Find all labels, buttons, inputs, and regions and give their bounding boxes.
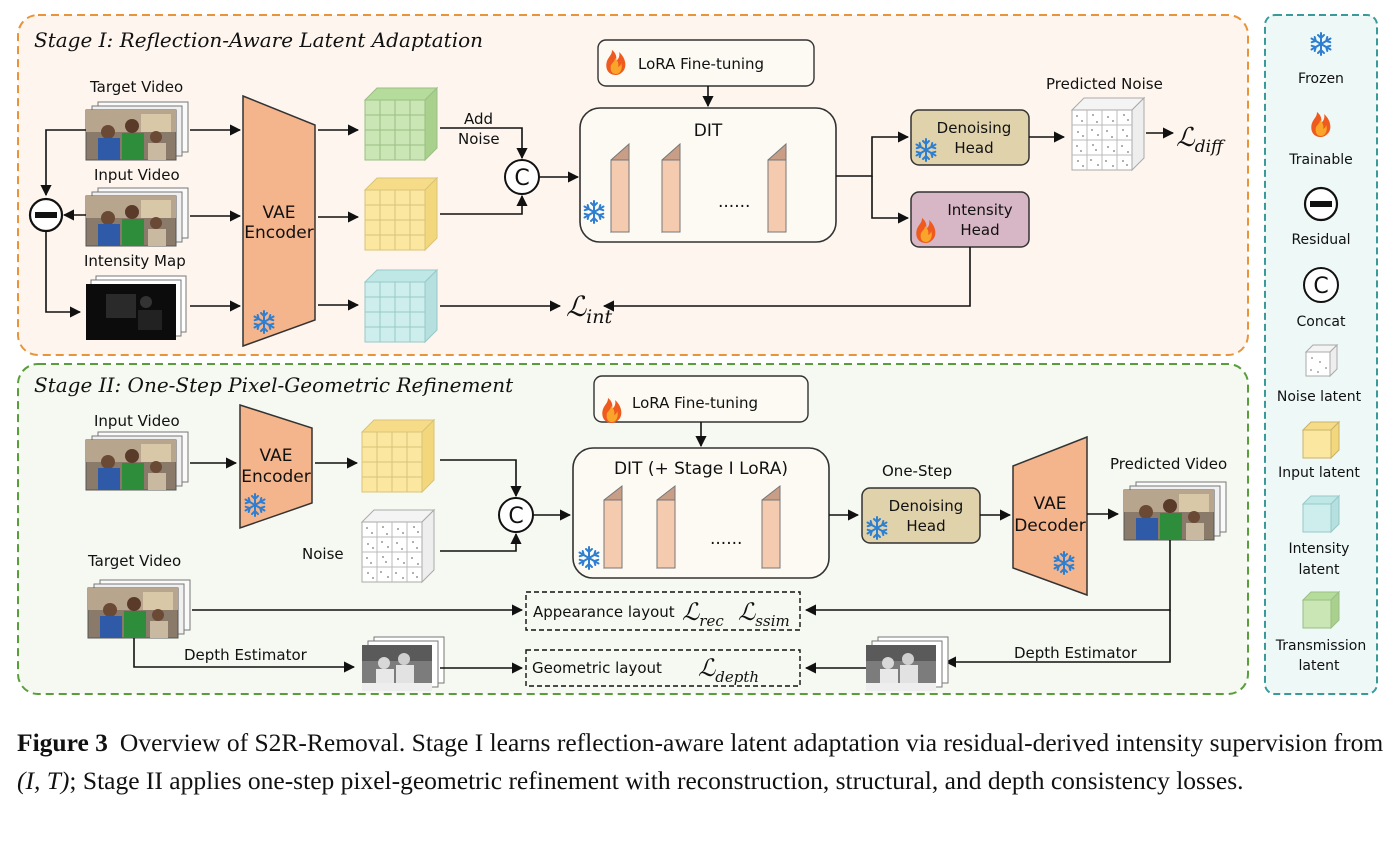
stage2-predicted-depth-thumb — [865, 636, 949, 692]
loss-int: ℒint — [566, 290, 612, 328]
geometric-layout-label: Geometric layout — [532, 659, 662, 677]
svg-text:C: C — [514, 166, 529, 191]
stage1-title: Stage I: Reflection-Aware Latent Adaptat… — [34, 28, 483, 52]
vae-decoder — [1012, 435, 1088, 597]
stage2-input-video-thumb — [85, 431, 189, 491]
stage2-denoising-head-label-2: Head — [906, 517, 945, 535]
stage2-dit-label: DIT (+ Stage I LoRA) — [614, 459, 788, 479]
stage1-concat-icon: C — [504, 159, 540, 195]
legend-noise-latent-icon — [1304, 343, 1339, 378]
predicted-noise-label: Predicted Noise — [1046, 75, 1163, 93]
stage1-vae-encoder-label-1: VAE — [263, 203, 296, 223]
stage1-lora-label: LoRA Fine-tuning — [638, 55, 764, 73]
vae-decoder-label-1: VAE — [1034, 494, 1067, 514]
stage1-target-video-label: Target Video — [89, 78, 183, 96]
legend-intensity-latent-2: latent — [1299, 562, 1340, 578]
stage2-denoising-head-label-1: Denoising — [889, 497, 964, 515]
legend-residual: Residual — [1291, 232, 1350, 248]
stage2-input-latent — [361, 419, 435, 493]
loss-depth: ℒdepth — [698, 654, 759, 686]
legend-intensity-latent-icon — [1301, 494, 1341, 534]
legend-intensity-latent-1: Intensity — [1289, 541, 1350, 557]
stage2-depth-estimator-right-label: Depth Estimator — [1014, 644, 1138, 662]
legend-concat-icon: C — [1303, 267, 1339, 303]
noise-label: Noise — [302, 545, 344, 563]
appearance-layout-box — [525, 591, 801, 631]
stage2-dit-blocks — [603, 484, 781, 570]
stage1-dit-blocks — [610, 142, 787, 234]
stage1-lora-box — [597, 39, 815, 87]
predicted-video-label: Predicted Video — [1110, 455, 1227, 473]
legend-transmission-latent-2: latent — [1299, 658, 1340, 674]
stage1-target-video-thumb — [85, 101, 189, 161]
legend-frozen: Frozen — [1298, 71, 1344, 87]
stage2-vae-encoder-label-2: Encoder — [241, 467, 311, 487]
stage1-intensity-latent — [364, 269, 438, 343]
stage2-target-video-label: Target Video — [87, 552, 181, 570]
architecture-diagram: Stage I: Reflection-Aware Latent Adaptat… — [17, 14, 1378, 695]
stage2-vae-encoder-label-1: VAE — [260, 446, 293, 466]
loss-diff: ℒdiff — [1176, 123, 1226, 157]
stage1-intensity-map-thumb — [85, 275, 187, 341]
appearance-layout-label: Appearance layout — [533, 603, 675, 621]
vae-decoder-label-2: Decoder — [1014, 516, 1086, 536]
predicted-noise-latent — [1071, 97, 1145, 171]
stage1-denoising-head-label-1: Denoising — [937, 119, 1012, 137]
stage1-denoising-head-label-2: Head — [954, 139, 993, 157]
caption-math: (I, T) — [17, 766, 70, 795]
stage1-input-latent — [364, 177, 438, 251]
predicted-video-thumb — [1123, 481, 1227, 541]
svg-text:C: C — [1313, 274, 1328, 299]
stage2-title: Stage II: One-Step Pixel-Geometric Refin… — [34, 373, 514, 397]
stage1-vae-encoder-label-2: Encoder — [244, 223, 314, 243]
stage1-vae-encoder — [242, 94, 316, 348]
stage1-input-video-thumb — [85, 187, 189, 247]
geometric-layout-box — [525, 649, 801, 687]
figure-label: Figure 3 — [17, 728, 108, 757]
stage2-input-video-label: Input Video — [94, 412, 180, 430]
svg-text:C: C — [508, 504, 523, 529]
legend-concat: Concat — [1297, 314, 1346, 330]
stage1-input-video-label: Input Video — [94, 166, 180, 184]
stage1-intensity-map-label: Intensity Map — [84, 252, 186, 270]
stage2-concat-icon: C — [498, 497, 534, 533]
legend-noise-latent: Noise latent — [1277, 389, 1362, 405]
loss-rec: ℒrec — [682, 598, 724, 630]
residual-icon — [28, 197, 64, 233]
loss-ssim: ℒssim — [738, 598, 790, 630]
stage1-transmission-latent — [364, 87, 438, 161]
caption-text-1: Overview of S2R-Removal. Stage I learns … — [119, 728, 1384, 757]
legend-residual-icon — [1303, 186, 1339, 222]
stage1-intensity-head-label-2: Head — [960, 221, 999, 239]
legend-trainable: Trainable — [1288, 152, 1353, 168]
add-noise-label-1: Add — [464, 110, 493, 128]
stage2-dit-dots: ...... — [710, 529, 742, 549]
stage1-intensity-head-label-1: Intensity — [947, 201, 1012, 219]
stage1-dit-label: DIT — [694, 121, 723, 141]
stage2-target-video-thumb — [87, 579, 191, 639]
caption-text-2: ; Stage II applies one-step pixel-geomet… — [69, 766, 1244, 795]
stage2-lora-label: LoRA Fine-tuning — [632, 394, 758, 412]
legend-input-latent: Input latent — [1278, 465, 1360, 481]
legend-transmission-latent-1: Transmission — [1275, 638, 1366, 654]
one-step-label: One-Step — [882, 462, 952, 480]
stage2-noise-latent — [361, 509, 435, 583]
add-noise-label-2: Noise — [458, 130, 500, 148]
legend-input-latent-icon — [1301, 420, 1341, 460]
legend-transmission-latent-icon — [1301, 590, 1341, 630]
stage2-depth-estimator-left-label: Depth Estimator — [184, 646, 308, 664]
figure-caption: Figure 3 Overview of S2R-Removal. Stage I… — [17, 724, 1387, 800]
stage1-dit-dots: ...... — [718, 192, 750, 212]
stage2-target-depth-thumb — [361, 636, 445, 692]
